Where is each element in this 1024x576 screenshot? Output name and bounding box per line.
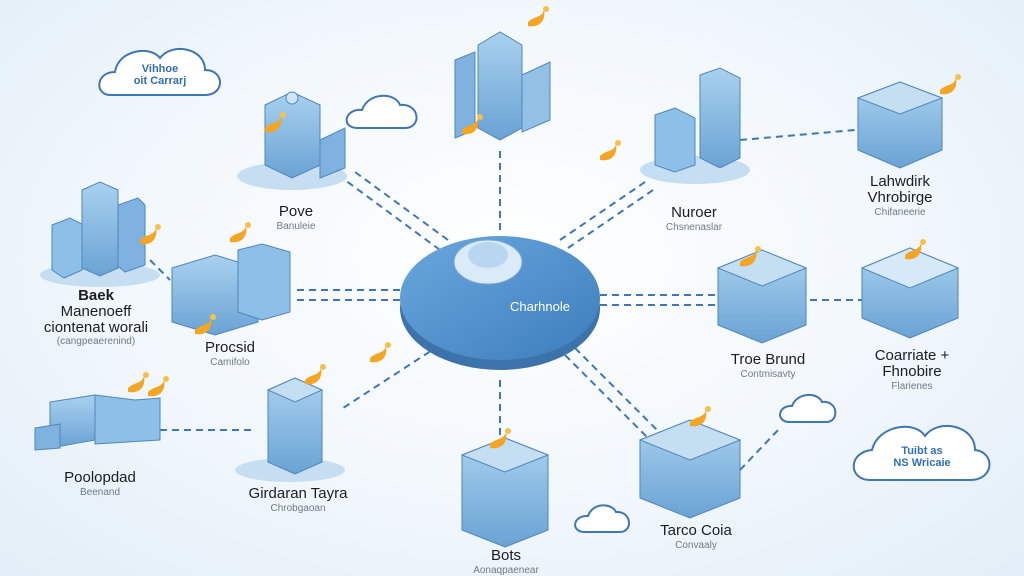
flame-icon xyxy=(370,342,391,363)
baek-building-icon xyxy=(40,181,161,287)
node-girdaran: Girdaran Tayra Chrobgaoan xyxy=(249,486,348,514)
connector-nuroer-2 xyxy=(567,187,657,249)
node-nuroer: Nuroer Chsnenaslar xyxy=(666,205,722,233)
node-poolopdad: Poolopdad Beenand xyxy=(64,470,136,498)
node-subtitle: (cangpeaerenind) xyxy=(56,336,136,348)
connector-tarco xyxy=(564,354,651,441)
hub xyxy=(400,236,600,370)
node-subtitle: Beenand xyxy=(79,486,121,498)
cloud-bottom-right-icon xyxy=(852,424,991,481)
node-baek: Baek Manenoeff ciontenat worali (cangpea… xyxy=(44,288,148,348)
cloud-top-left-label: Vihhoe oit Carrarj xyxy=(133,63,187,87)
node-title: Procsid xyxy=(204,339,256,356)
node-title: Troe Brund xyxy=(730,351,806,368)
cloud-small-bottom-icon xyxy=(574,504,630,533)
node-troe: Troe Brund Contmisavty xyxy=(731,352,805,380)
node-subtitle: Convaaly xyxy=(675,539,717,551)
cloud-top-left-icon xyxy=(98,48,221,96)
node-title: Coarriate + xyxy=(874,347,950,364)
cloud-small-top-icon xyxy=(345,94,418,129)
connector-lahwdirk xyxy=(739,129,856,141)
node-lahwdirk: Lahwdirk Vhrobirge Chifaneerie xyxy=(867,174,932,218)
node-title-2: Vhrobirge xyxy=(867,188,933,206)
node-title: Tarco Coia xyxy=(660,522,732,539)
node-subtitle: Aonaqpaenear xyxy=(473,564,539,576)
girdaran-building-icon xyxy=(235,364,345,482)
node-procsid: Procsid Camifolo xyxy=(205,340,255,368)
node-title: Girdaran Tayra xyxy=(248,485,348,502)
hub-label: Charhnole xyxy=(510,299,570,314)
connector-baek xyxy=(149,259,171,281)
cloud-small-right-icon xyxy=(779,394,837,423)
node-subtitle: Contmisavty xyxy=(740,368,796,380)
cloud-line-1: Vihhoe xyxy=(141,63,179,75)
coarriate-platform-icon xyxy=(860,239,960,339)
node-title: Baek xyxy=(78,287,114,304)
node-title: Lahwdirk xyxy=(869,173,931,190)
node-tarco: Tarco Coia Convaaly xyxy=(660,523,732,551)
node-title-2: Fhnobire xyxy=(882,362,942,380)
node-coarriate: Coarriate + Fhnobire Flarienes xyxy=(875,348,950,392)
node-title-2: Manenoeff xyxy=(60,302,132,320)
node-subtitle: Chrobgaoan xyxy=(270,502,326,514)
cloud-line-2: NS Wricaie xyxy=(893,456,951,469)
connector-pove-2 xyxy=(354,171,449,241)
bots-building-icon xyxy=(460,428,550,548)
connector-nuroer xyxy=(559,179,649,241)
tower-top-icon xyxy=(454,6,551,141)
procsid-building-icon xyxy=(171,222,291,336)
node-subtitle: Flarienes xyxy=(891,380,933,392)
node-subtitle: Camifolo xyxy=(210,356,250,368)
troe-cube-icon xyxy=(716,246,808,344)
connectors xyxy=(149,129,862,471)
node-title: Poolopdad xyxy=(64,469,136,486)
node-title-3: ciontenat worali xyxy=(43,318,149,336)
cloud-line-1: Tuibt as xyxy=(901,445,943,457)
lahwdirk-building-icon xyxy=(856,74,961,169)
node-title: Pove xyxy=(278,203,314,220)
tarco-cube-icon xyxy=(638,406,742,519)
connector-pove xyxy=(344,179,441,251)
poolopdad-building-icon xyxy=(34,372,161,451)
node-subtitle: Chsnenaslar xyxy=(665,221,723,233)
connector-girdaran xyxy=(339,344,441,411)
pove-building-icon xyxy=(237,91,347,190)
node-subtitle: Chifaneerie xyxy=(874,206,926,218)
flame-icon xyxy=(148,376,169,397)
node-subtitle: Banuleie xyxy=(276,220,316,232)
nuroer-building-icon xyxy=(600,67,750,184)
connector-tarco-2 xyxy=(574,347,661,434)
node-title: Bots xyxy=(490,547,521,564)
cloud-bottom-right-label: Tuibt as NS Wricaie xyxy=(893,445,951,469)
node-title: Nuroer xyxy=(671,204,717,221)
cloud-line-2: oit Carrarj xyxy=(133,74,187,87)
node-bots: Bots Aonaqpaenear xyxy=(473,548,539,576)
connector-right-cloud xyxy=(739,427,781,471)
node-pove: Pove Banuleie xyxy=(277,204,316,232)
